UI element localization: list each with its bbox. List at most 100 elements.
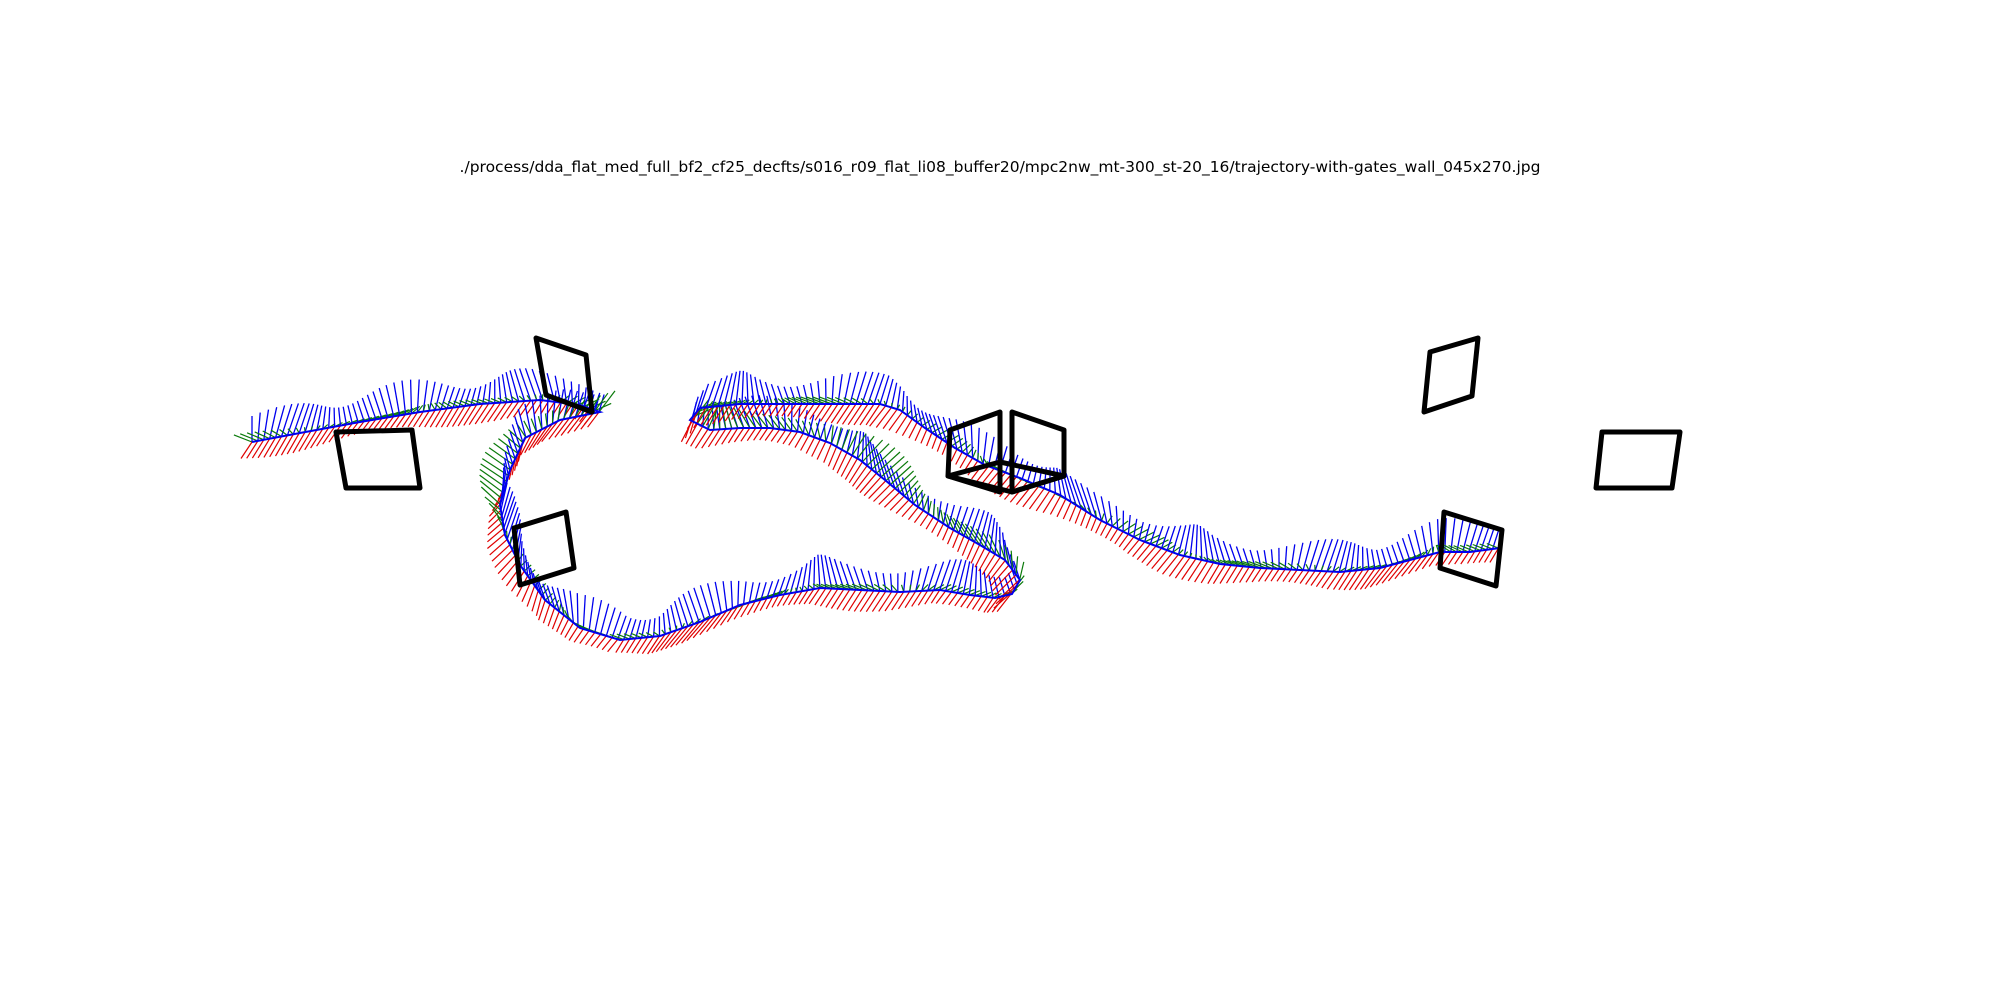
x-axis-line [310, 428, 324, 449]
z-axis-line [933, 561, 945, 591]
z-axis-line [531, 399, 538, 433]
x-axis-line [840, 455, 853, 477]
y-axis-line [480, 486, 501, 505]
y-axis-line [434, 402, 442, 410]
pose-frame [1428, 519, 1440, 567]
x-axis-line [994, 574, 1017, 596]
x-axis-line [487, 533, 506, 549]
x-axis-line [836, 403, 851, 425]
x-axis-line [699, 406, 713, 427]
z-axis-line [817, 380, 821, 405]
y-axis-line [784, 397, 797, 405]
pose-frame [805, 418, 821, 454]
z-axis-line [1138, 521, 1144, 540]
gate-frame [945, 409, 1003, 495]
x-axis-line [651, 633, 666, 654]
pose-frame [631, 619, 647, 654]
y-axis-line [442, 401, 454, 409]
z-axis-line [691, 396, 699, 418]
y-axis-line [287, 428, 294, 435]
x-axis-line [746, 427, 757, 442]
x-axis-line [853, 403, 869, 426]
x-axis-line [286, 432, 300, 455]
z-axis-line [932, 414, 943, 440]
y-axis-line [544, 413, 548, 427]
z-axis-line [875, 572, 881, 592]
x-axis-line [626, 638, 637, 654]
x-axis-line [489, 538, 508, 556]
x-axis-line [1489, 547, 1500, 563]
x-axis-line [390, 415, 401, 429]
y-axis-line [921, 584, 929, 592]
pose-frame [407, 379, 424, 428]
x-axis-line [1364, 567, 1382, 590]
x-axis-line [961, 538, 970, 556]
x-axis-line [814, 403, 827, 421]
z-axis-line [896, 386, 902, 410]
x-axis-line [977, 596, 988, 612]
x-axis-line [975, 465, 989, 483]
x-axis-line [798, 403, 809, 419]
gate-frame [1593, 429, 1683, 491]
x-axis-line [487, 402, 502, 423]
x-axis-line [960, 594, 970, 608]
z-axis-line [1086, 487, 1098, 518]
x-axis-line [721, 428, 733, 445]
pose-frame [992, 547, 1014, 592]
z-axis-line [623, 617, 632, 640]
pose-frame [928, 413, 949, 449]
trajectory-frames [233, 368, 1505, 655]
x-axis-line [316, 427, 330, 447]
x-axis-line [827, 446, 838, 467]
x-axis-line [942, 591, 952, 605]
z-axis-line [385, 384, 395, 417]
x-axis-line [601, 637, 613, 651]
y-axis-line [908, 485, 921, 501]
y-axis-line [558, 603, 562, 612]
z-axis-line [952, 505, 962, 531]
x-axis-line [787, 591, 797, 606]
x-axis-line [573, 414, 588, 432]
z-axis-line [280, 403, 293, 437]
z-axis-line [1160, 526, 1170, 549]
x-axis-line [800, 435, 810, 451]
y-axis-line [1443, 544, 1458, 553]
x-axis-line [946, 529, 955, 545]
x-axis-line [1200, 562, 1215, 584]
z-axis-line [274, 405, 286, 438]
z-axis-line [853, 566, 863, 591]
z-axis-line [758, 395, 769, 429]
y-axis-line [493, 442, 516, 460]
z-axis-line [677, 597, 689, 627]
y-axis-line [598, 390, 616, 413]
z-axis-line [937, 415, 948, 443]
x-axis-line [1141, 545, 1157, 563]
x-axis-line [816, 441, 827, 460]
gate-frame [1437, 509, 1505, 589]
x-axis-line [1245, 567, 1256, 583]
z-axis-line [1256, 550, 1262, 569]
x-axis-line [531, 590, 539, 612]
pose-frame [981, 522, 998, 575]
x-axis-line [535, 595, 543, 616]
z-axis-line [879, 375, 890, 405]
x-axis-line [1225, 565, 1238, 584]
x-axis-line [970, 544, 981, 564]
pose-frame [1453, 523, 1479, 565]
x-axis-line [740, 602, 750, 618]
x-axis-line [675, 623, 694, 646]
x-axis-line [869, 405, 887, 427]
x-axis-line [554, 417, 570, 438]
pose-frame [954, 561, 975, 607]
z-axis-line [1386, 546, 1394, 565]
pose-frame [1162, 525, 1187, 575]
x-axis-line [832, 449, 843, 471]
z-axis-line [316, 405, 323, 431]
x-axis-line [579, 630, 590, 644]
x-axis-line [847, 589, 863, 612]
y-axis-line [900, 584, 905, 592]
x-axis-line [1343, 569, 1358, 591]
z-axis-line [599, 603, 610, 635]
x-axis-line [480, 402, 496, 424]
